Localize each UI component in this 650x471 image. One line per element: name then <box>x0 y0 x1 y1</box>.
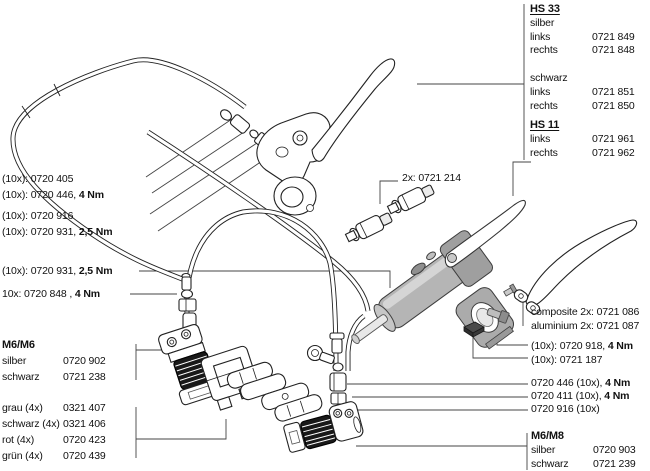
lever-blade-master <box>444 199 526 268</box>
slave-cylinder-right <box>283 332 364 453</box>
part-number: 0721 238 <box>63 371 106 383</box>
leader-lines <box>130 4 531 470</box>
fitting-stack-right <box>306 332 347 414</box>
hs11-title: HS 11 <box>530 119 560 131</box>
callout-0720-848: 10x: 0720 848 , 4 Nm <box>2 288 100 300</box>
callout-0720-918: (10x): 0720 918, 4 Nm <box>531 340 633 352</box>
hose-diagonal <box>146 129 371 312</box>
part-number: 0721 848 <box>592 44 635 57</box>
brake-pads <box>226 361 323 422</box>
blade-material-callouts: composite 2x: 0721 086 aluminium 2x: 072… <box>531 306 639 333</box>
part-number: 0721 851 <box>592 85 635 98</box>
part-number: 0720 903 <box>593 444 636 456</box>
hose-crossover-arch <box>184 208 339 372</box>
callout-0721-214: 2x: 0721 214 <box>402 172 461 184</box>
callout-0720-931-b: (10x): 0720 931, 2,5 Nm <box>2 265 113 277</box>
callout-0720-916: (10x): 0720 916 <box>2 210 74 222</box>
brake-pad <box>274 394 323 422</box>
variant-name: schwarz <box>530 72 568 85</box>
callout-0720-916b: 0720 916 (10x) <box>531 403 600 415</box>
m6m6-title: M6/M6 <box>2 339 35 351</box>
part-number: 0720 423 <box>63 434 106 446</box>
clamp-bolt <box>486 307 510 324</box>
part-number: 0321 407 <box>63 402 106 414</box>
part-number: 0721 239 <box>593 458 636 470</box>
brake-lever-assembly-top <box>220 58 396 216</box>
callout-0720-405: (10x): 0720 405 <box>2 173 74 185</box>
square-nut <box>463 321 485 338</box>
hose-front-loop <box>10 57 247 284</box>
callout-0720-411: 0720 411 (10x), 4 Nm <box>531 390 630 402</box>
rear-fitting-callouts: 0720 446 (10x), 4 Nm 0720 411 (10x), 4 N… <box>531 377 630 416</box>
spare-lever-blade <box>503 219 638 315</box>
pad-color-row: schwarz (4x)0321 406 <box>2 418 106 430</box>
pad-color-row: grün (4x)0720 439 <box>2 450 106 462</box>
variant-name: silber <box>530 16 555 29</box>
hs33-title: HS 33 <box>530 3 560 15</box>
part-number: 0721 961 <box>592 132 635 145</box>
callout-0720-446: (10x): 0720 446, 4 Nm <box>2 189 104 201</box>
callout-aluminium: aluminium 2x: 0721 087 <box>531 319 640 332</box>
callout-0721-187: (10x): 0721 187 <box>531 353 603 366</box>
hydraulic-hoses <box>10 57 371 372</box>
hose-connectors-pair <box>344 184 435 243</box>
pad-color-row: rot (4x)0720 423 <box>2 434 106 446</box>
callout-composite: composite 2x: 0721 086 <box>531 306 640 318</box>
part-number: 0720 439 <box>63 450 106 462</box>
m6m8-title: M6/M8 <box>531 430 564 442</box>
callout-0720-931-a: (10x): 0720 931, 2,5 Nm <box>2 226 113 238</box>
pad-colors-block: grau (4x)0321 407 schwarz (4x)0321 406 r… <box>2 400 106 464</box>
part-number: 0321 406 <box>63 418 106 430</box>
part-number: 0721 962 <box>592 146 635 159</box>
clamp-hardware-callouts: (10x): 0720 918, 4 Nm (10x): 0721 187 <box>531 340 633 367</box>
callout-0720-446b: 0720 446 (10x), 4 Nm <box>531 377 631 389</box>
pad-color-row: grau (4x)0321 407 <box>2 402 106 414</box>
part-number: 0720 902 <box>63 355 106 367</box>
part-number: 0721 849 <box>592 30 635 43</box>
lever-blade <box>311 58 396 162</box>
hose-rear-short <box>345 313 366 371</box>
part-number: 0721 850 <box>592 99 635 112</box>
